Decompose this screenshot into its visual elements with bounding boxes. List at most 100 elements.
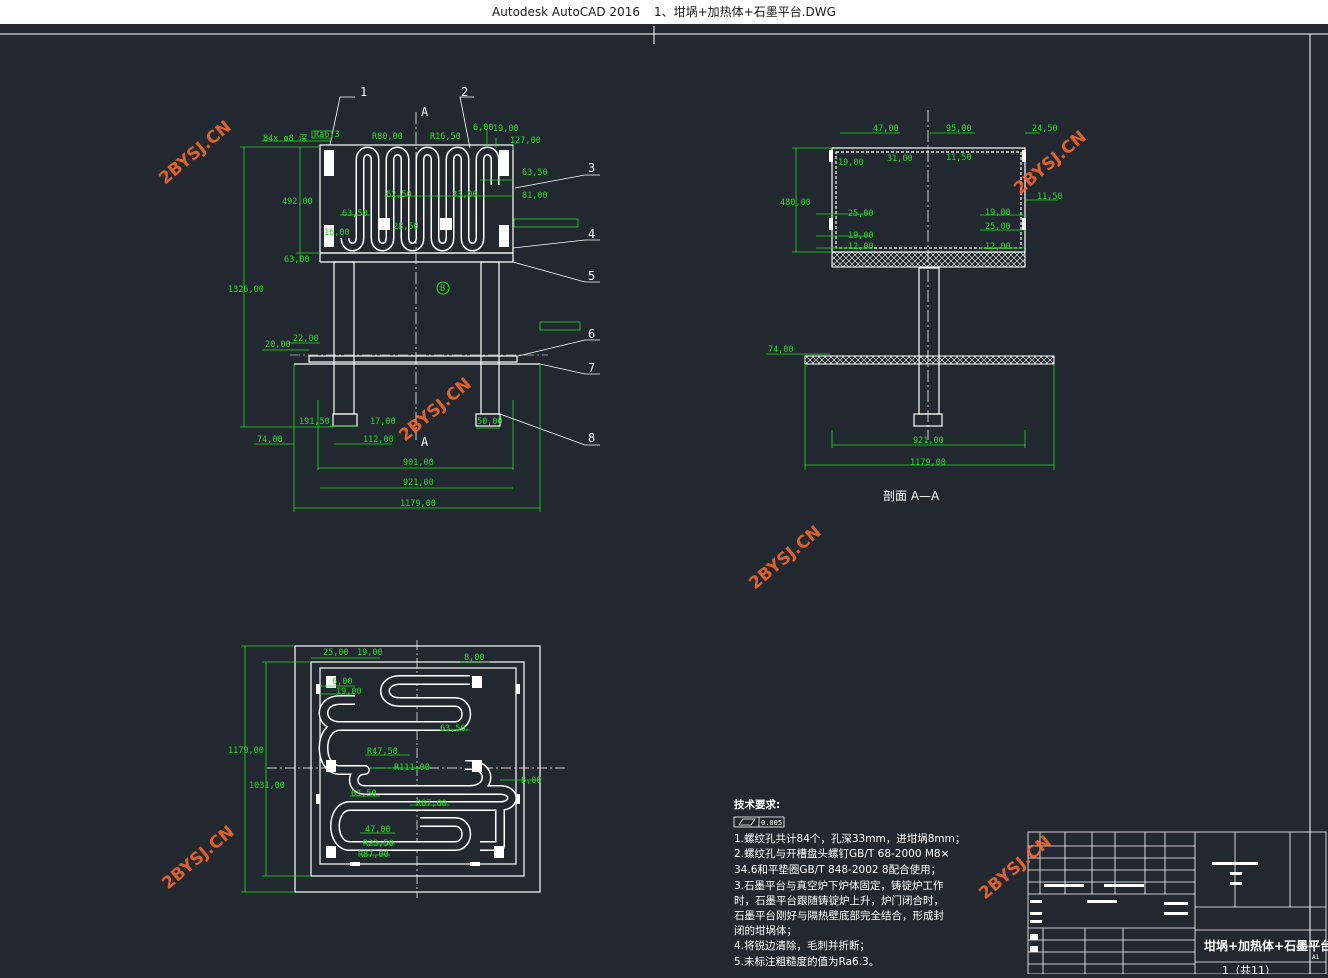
watermarks: 2BYSJ.CN 2BYSJ.CN 2BYSJ.CN 2BYSJ.CN 2BYS… <box>155 117 1090 904</box>
watermark-1: 2BYSJ.CN <box>155 117 235 189</box>
part-label-8: 8 <box>588 431 595 445</box>
section-label-top: A <box>421 105 429 119</box>
dim-a-12-left: 12,00 <box>848 242 874 252</box>
dim-a-19-right: 19,00 <box>985 208 1011 218</box>
dim-a-47: 47,00 <box>873 124 899 134</box>
section-caption: 剖面 A—A <box>883 489 940 503</box>
part-label-4: 4 <box>588 227 595 241</box>
dim-top-63-50-a: 63,50 <box>440 724 466 734</box>
dim-top-r47-50: R47,50 <box>367 747 398 757</box>
dim-a-95: 95,00 <box>946 124 972 134</box>
dim-top-r23-50: R23,50 <box>363 839 394 849</box>
part-label-5: 5 <box>588 269 595 283</box>
drawing-name: 坩埚+加热体+石墨平台 <box>1204 938 1328 953</box>
sheet-info: 1（共11） <box>1222 964 1276 974</box>
roughness-note: Ra6.3 <box>314 130 340 140</box>
note-line-9: 5.未标注粗糙度的值为Ra6.3。 <box>734 955 879 968</box>
drawing-frame <box>0 26 1328 974</box>
dim-20: 20,00 <box>265 340 291 350</box>
dim-a-11-50-side: 11,50 <box>1037 192 1063 202</box>
technical-notes: 技术要求: 0.005 1.螺纹孔共计84个，孔深33mm，进坩埚8mm； 2.… <box>733 798 965 968</box>
dim-top-63-50-b: 63,50 <box>351 789 377 799</box>
note-line-6: 石墨平台刚好与隔热壁底部完全结合，形成封 <box>734 909 944 922</box>
top-view: 25,00 19,00 8,00 6,00 19,00 63,50 1179,0… <box>228 640 566 898</box>
dim-top-19-b: 19,00 <box>336 687 362 697</box>
dim-17: 17,00 <box>370 417 396 427</box>
dim-81: 81,00 <box>522 191 548 201</box>
dim-a-31: 31,00 <box>887 154 913 164</box>
watermark-4: 2BYSJ.CN <box>745 522 825 594</box>
note-line-7: 闭的坩埚体； <box>734 924 797 937</box>
dim-74: 74,00 <box>257 435 283 445</box>
dim-top-25: 25,00 <box>323 648 349 658</box>
note-line-3: 34.6和平垫圈GB/T 848-2002 8配合使用； <box>734 863 941 876</box>
dim-a-921: 921,00 <box>913 436 944 446</box>
app-title: Autodesk AutoCAD 2016 <box>492 5 640 19</box>
watermark-6: 2BYSJ.CN <box>975 832 1055 904</box>
dim-a-19-left: 19,00 <box>848 231 874 241</box>
front-view: A A B 1 2 3 4 5 6 7 8 <box>228 85 600 512</box>
note-line-4: 3.石墨平台与真空炉下炉体固定，铸锭炉工作 <box>734 879 944 892</box>
dim-r16: R16,50 <box>430 132 461 142</box>
dim-63-50-left: 63,50 <box>342 209 368 219</box>
part-label-3: 3 <box>588 161 595 175</box>
dim-top-19-a: 19,00 <box>357 648 383 658</box>
note-line-2: 2.螺纹孔与开槽盘头螺钉GB/T 68-2000 M8× <box>734 847 949 860</box>
dim-r80: R80,00 <box>372 132 403 142</box>
window-title-bar: Autodesk AutoCAD 2016 1、坩埚+加热体+石墨平台.DWG <box>0 0 1328 24</box>
part-label-7: 7 <box>588 361 595 375</box>
dim-191-50: 191,50 <box>299 417 330 427</box>
drawing-canvas[interactable]: A A B 1 2 3 4 5 6 7 8 <box>0 24 1328 977</box>
dim-top-8-a: 8,00 <box>464 653 484 663</box>
dim-a-25-right: 25,00 <box>985 222 1011 232</box>
dim-22: 22,00 <box>293 334 319 344</box>
note-line-8: 4.将锐边清除，毛刺并折断； <box>734 939 870 952</box>
part-label-6: 6 <box>588 327 595 341</box>
dim-63-50-right: 63,50 <box>522 168 548 178</box>
note-line-1: 1.螺纹孔共计84个，孔深33mm，进坩埚8mm； <box>734 832 965 845</box>
size-label: A1 <box>1312 954 1320 961</box>
dim-a-74: 74,00 <box>768 345 794 355</box>
dim-6: 6,00 <box>473 123 493 133</box>
dim-a-11-50-top: 11,50 <box>946 153 972 163</box>
hole-note: 84x ø8 深 <box>263 134 308 144</box>
dim-top-r87-a: R87,00 <box>416 799 447 809</box>
dim-a-12-right: 12,00 <box>985 242 1011 252</box>
dim-28-50: 28,50 <box>393 222 419 232</box>
dim-127: 127,00 <box>510 136 541 146</box>
dim-top-r87-b: R87,00 <box>358 850 389 860</box>
notes-heading: 技术要求: <box>734 798 780 811</box>
dim-top-r111: R111,00 <box>394 763 430 773</box>
dim-112: 112,00 <box>363 435 394 445</box>
section-view-a-a: 47,00 95,00 24,50 19,00 31,00 11,50 480,… <box>766 110 1063 503</box>
note-line-5: 时，石墨平台跟随铸锭炉上升，炉门闭合时， <box>734 894 944 907</box>
dim-a-1179: 1179,00 <box>910 458 946 468</box>
dim-a-19-top: 19,00 <box>838 158 864 168</box>
dim-492: 492,00 <box>282 197 313 207</box>
dim-16: 16,00 <box>324 228 350 238</box>
part-label-1: 1 <box>360 85 367 99</box>
dim-921: 921,00 <box>403 478 434 488</box>
dim-top-8-b: 8,00 <box>521 776 541 786</box>
dim-50: 50,00 <box>477 417 503 427</box>
dim-33: 33,00 <box>452 190 478 200</box>
dim-a-480: 480,00 <box>780 198 811 208</box>
dim-a-24-50: 24,50 <box>1032 124 1058 134</box>
document-title: 1、坩埚+加热体+石墨平台.DWG <box>653 5 836 19</box>
title-block: 坩埚+加热体+石墨平台 1（共11） A1 <box>1027 831 1328 977</box>
watermark-2: 2BYSJ.CN <box>395 374 475 446</box>
dim-62-50: 62,50 <box>386 190 412 200</box>
dim-top-47: 47,00 <box>365 825 391 835</box>
dim-19: 19,00 <box>493 124 519 134</box>
datum-label: B <box>440 284 445 294</box>
dim-top-1031: 1031,00 <box>249 781 285 791</box>
dim-63: 63,00 <box>284 255 310 265</box>
watermark-3: 2BYSJ.CN <box>1010 127 1090 199</box>
dim-a-25-left: 25,00 <box>848 209 874 219</box>
dim-1326: 1326,00 <box>228 285 264 295</box>
part-label-2: 2 <box>461 85 468 99</box>
dim-1179: 1179,00 <box>400 499 436 509</box>
flatness-value: 0.005 <box>761 819 782 827</box>
dim-top-1179: 1179,00 <box>228 746 264 756</box>
dim-901: 901,00 <box>403 458 434 468</box>
